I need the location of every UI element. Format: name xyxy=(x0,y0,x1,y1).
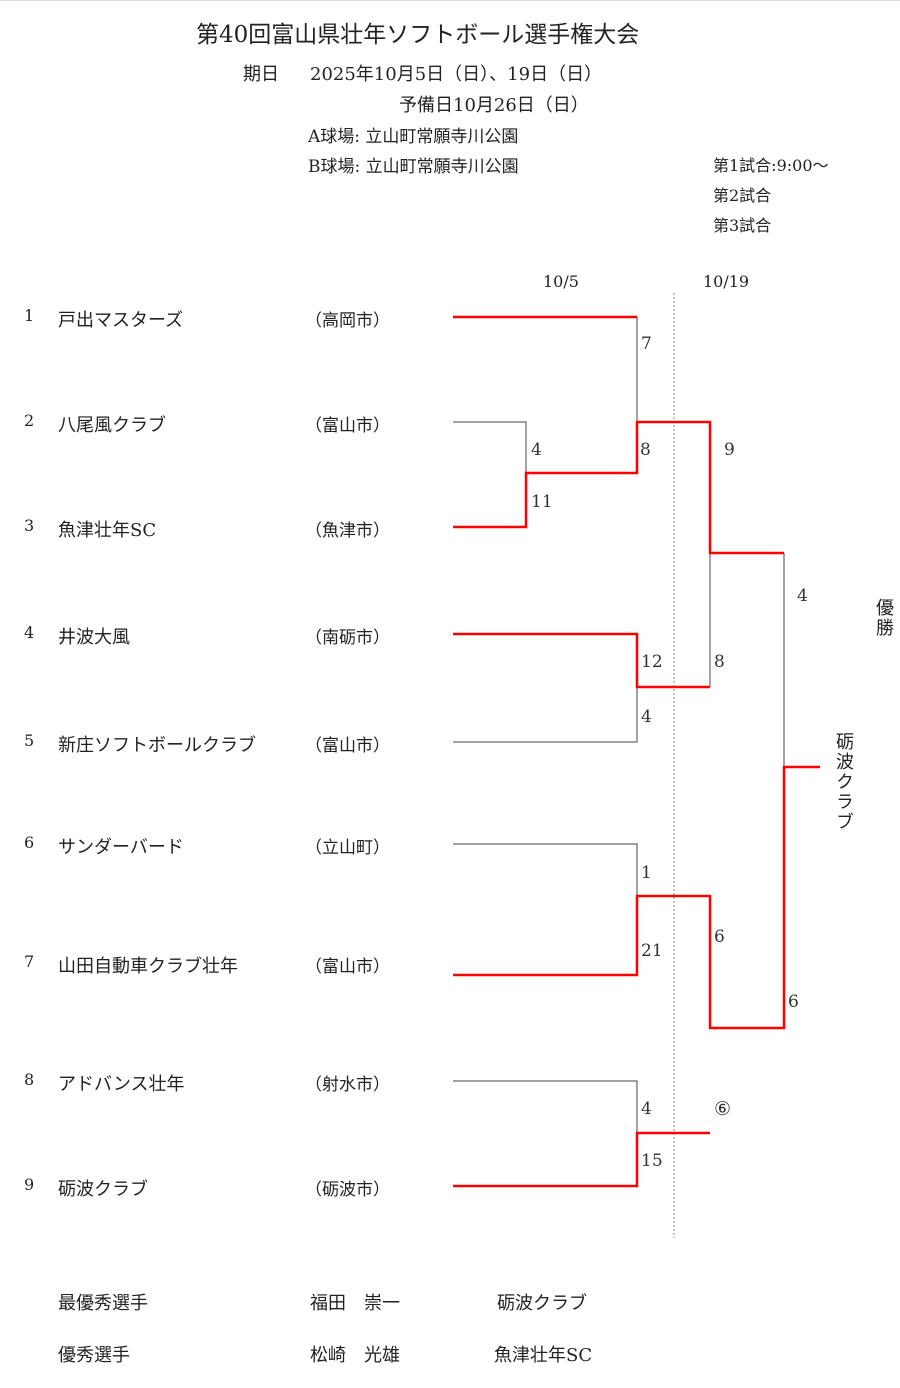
team-number: 5 xyxy=(24,731,35,750)
game-time-1: 第1試合:9:00〜 xyxy=(713,156,829,175)
score: 8 xyxy=(714,652,725,672)
team-number: 2 xyxy=(24,411,35,430)
venue-a: A球場: 立山町常願寺川公園 xyxy=(308,127,519,147)
team-number: 3 xyxy=(24,516,35,535)
dates: 2025年10月5日（日）、19日（日） xyxy=(310,64,603,85)
team-name: 八尾風クラブ xyxy=(58,415,166,436)
score: 21 xyxy=(641,941,663,961)
team-name: アドバンス壮年 xyxy=(58,1074,185,1095)
game-time-2: 第2試合 xyxy=(713,186,772,205)
award-title: 最優秀選手 xyxy=(58,1293,148,1314)
team-city: （砺波市） xyxy=(305,1180,390,1200)
team-name: 山田自動車クラブ壮年 xyxy=(58,956,238,977)
score: ⑥ xyxy=(714,1098,732,1120)
score: 1 xyxy=(641,863,652,883)
dates-label: 期日 xyxy=(243,64,279,85)
bracket-winners xyxy=(453,315,820,1188)
award-title: 優秀選手 xyxy=(58,1345,130,1366)
score: 9 xyxy=(724,440,735,460)
team-city: （射水市） xyxy=(305,1075,390,1095)
award-team: 魚津壮年SC xyxy=(494,1345,593,1366)
team-number: 6 xyxy=(24,833,35,852)
score: 8 xyxy=(640,440,651,460)
award-team: 砺波クラブ xyxy=(497,1293,587,1314)
team-name: サンダーバード xyxy=(58,837,184,858)
score: 4 xyxy=(641,707,652,727)
score: 4 xyxy=(641,1099,652,1119)
award-name: 松崎 光雄 xyxy=(310,1345,400,1366)
team-number: 7 xyxy=(24,952,35,971)
team-name: 新庄ソフトボールクラブ xyxy=(58,735,256,756)
team-number: 8 xyxy=(24,1070,35,1089)
score: 4 xyxy=(531,440,542,460)
team-city: （富山市） xyxy=(305,416,390,436)
team-city: （富山市） xyxy=(305,957,390,977)
page-title: 第40回富山県壮年ソフトボール選手権大会 xyxy=(196,22,640,48)
team-number: 1 xyxy=(24,306,35,325)
team-name: 戸出マスターズ xyxy=(58,310,184,331)
team-name: 魚津壮年SC xyxy=(58,520,157,541)
round-date-1: 10/5 xyxy=(543,272,579,291)
venue-b: B球場: 立山町常願寺川公園 xyxy=(308,157,519,177)
team-name: 砺波クラブ xyxy=(58,1179,148,1200)
team-city: （富山市） xyxy=(305,736,390,756)
score: 15 xyxy=(641,1151,663,1171)
score: 11 xyxy=(531,492,553,512)
score: 6 xyxy=(714,927,725,947)
score: 4 xyxy=(797,586,808,606)
score: 7 xyxy=(641,334,652,354)
reserve-date: 予備日10月26日（日） xyxy=(399,95,589,116)
award-name: 福田 崇一 xyxy=(310,1293,400,1314)
champion-label: 優勝 xyxy=(873,598,894,638)
team-number: 9 xyxy=(24,1175,35,1194)
score: 6 xyxy=(788,992,799,1012)
score: 12 xyxy=(641,652,663,672)
round-date-2: 10/19 xyxy=(703,272,750,291)
team-city: （立山町） xyxy=(305,838,390,858)
team-city: （高岡市） xyxy=(305,311,390,331)
team-city: （魚津市） xyxy=(305,521,390,541)
team-name: 井波大風 xyxy=(58,627,130,648)
team-number: 4 xyxy=(24,623,35,642)
champion-team: 砺波クラブ xyxy=(833,732,854,832)
team-city: （南砺市） xyxy=(305,628,390,648)
game-time-3: 第3試合 xyxy=(713,216,772,235)
